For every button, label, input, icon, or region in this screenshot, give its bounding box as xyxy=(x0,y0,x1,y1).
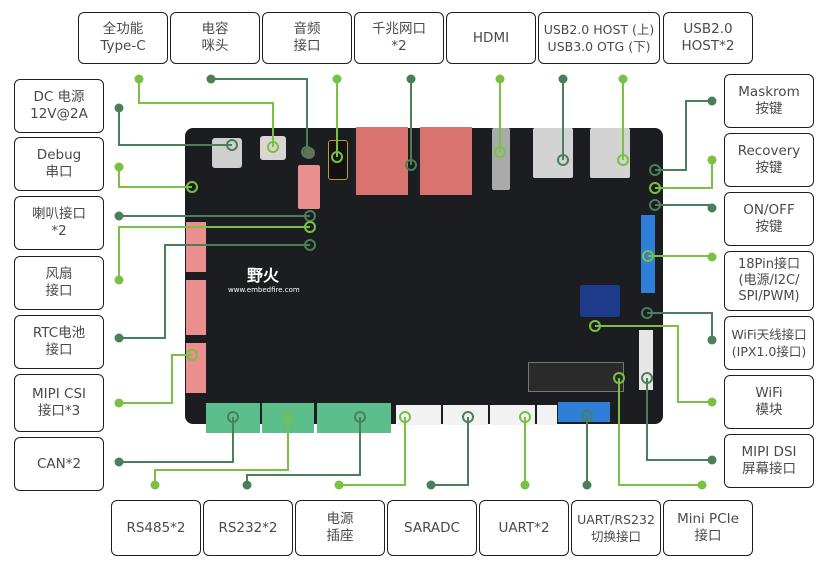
usb2-host-port xyxy=(590,128,630,178)
ethernet-port-0 xyxy=(356,127,408,195)
brand-website: www.embedfire.com xyxy=(228,286,300,294)
mipi-dsi-connector xyxy=(639,330,653,390)
line-maskrom xyxy=(655,100,712,171)
label-uart: UART*2 xyxy=(479,500,569,556)
label-ethernet: 千兆网口 *2 xyxy=(354,12,444,64)
label-debug: Debug 串口 xyxy=(14,137,104,191)
dc-jack xyxy=(212,138,242,168)
line-wifi-module-label-dot xyxy=(707,397,717,407)
hdmi-port xyxy=(492,128,510,190)
ethernet-port-1 xyxy=(420,127,472,195)
label-power-socket: 电源 插座 xyxy=(295,500,385,556)
label-mic: 电容 咪头 xyxy=(170,12,260,64)
label-can: CAN*2 xyxy=(14,437,104,491)
label-usb-mixed: USB2.0 HOST (上) USB3.0 OTG (下) xyxy=(538,12,660,64)
line-onoff-label-dot xyxy=(707,203,717,213)
usb3-port xyxy=(533,128,573,178)
line-fan-label-dot xyxy=(114,275,124,285)
line-typec-label-dot xyxy=(134,74,144,84)
label-mipi-dsi: MIPI DSI 屏幕接口 xyxy=(724,434,814,488)
line-audio-label-dot xyxy=(332,74,342,84)
line-usb2-label-dot xyxy=(618,74,628,84)
line-rs232-label-dot xyxy=(242,480,252,490)
label-wifi-module: WiFi 模块 xyxy=(724,375,814,429)
rs232-terminal xyxy=(317,403,391,433)
mic xyxy=(303,147,315,159)
label-typec: 全功能 Type-C xyxy=(78,12,168,64)
label-rtc: RTC电池 接口 xyxy=(14,315,104,369)
power-socket xyxy=(396,405,441,425)
line-speaker-label-dot xyxy=(114,211,124,221)
line-rs485-label-dot xyxy=(150,480,160,490)
can-terminal xyxy=(206,403,260,433)
line-pcie-label-dot xyxy=(697,480,707,490)
saradc-socket xyxy=(443,405,488,425)
csi-connector-3 xyxy=(186,343,206,393)
label-mipi-csi: MIPI CSI 接口*3 xyxy=(14,374,104,432)
label-speaker: 喇叭接口 *2 xyxy=(14,196,104,250)
line-csi xyxy=(119,354,192,404)
line-usb3-label-dot xyxy=(558,74,568,84)
typec-port xyxy=(260,136,286,160)
line-ethernet-label-dot xyxy=(406,74,416,84)
label-saradc: SARADC xyxy=(387,500,477,556)
brand-logo-text: 野火 xyxy=(246,266,279,285)
label-dc-power: DC 电源 12V@2A xyxy=(14,79,104,133)
line-hdmi-label-dot xyxy=(495,74,505,84)
board-logo: 野火 www.embedfire.com xyxy=(228,262,300,296)
line-recovery xyxy=(655,160,713,189)
mini-pcie-slot xyxy=(528,362,624,392)
line-debug-label-dot xyxy=(114,162,124,172)
line-maskrom-label-dot xyxy=(707,96,717,106)
line-onoff xyxy=(655,204,713,208)
line-uart-label-dot xyxy=(520,480,530,490)
line-recovery-label-dot xyxy=(707,155,717,165)
line-dsi-label-dot xyxy=(707,455,717,465)
line-saradc-label-dot xyxy=(426,480,436,490)
label-18pin: 18Pin接口 (电源/I2C/ SPI/PWM) xyxy=(724,251,814,311)
label-mini-pcie: Mini PCIe 接口 xyxy=(663,500,753,556)
uart0-socket xyxy=(537,405,557,425)
line-debug xyxy=(118,167,192,188)
label-rs485: RS485*2 xyxy=(111,500,201,556)
line-saradc xyxy=(431,417,469,486)
line-dc-label-dot xyxy=(114,103,124,113)
label-rs232: RS232*2 xyxy=(203,500,293,556)
header-18pin xyxy=(641,215,655,293)
speaker-connectors xyxy=(298,165,320,209)
label-maskrom: Maskrom 按键 xyxy=(724,74,814,128)
line-mic-label-dot xyxy=(206,74,216,84)
csi-connector-2 xyxy=(186,280,206,335)
audio-jack xyxy=(328,140,348,180)
csi-connector-1 xyxy=(186,222,206,272)
label-hdmi: HDMI xyxy=(446,12,536,64)
uart-rs232-jumpers xyxy=(558,402,610,422)
line-uart-switch-label-dot xyxy=(582,480,592,490)
line-csi-label-dot xyxy=(114,398,124,408)
line-18pin-label-dot xyxy=(707,252,717,262)
label-audio: 音频 接口 xyxy=(262,12,352,64)
rs485-terminal xyxy=(262,403,314,433)
label-usb-host: USB2.0 HOST*2 xyxy=(663,12,753,64)
label-recovery: Recovery 按键 xyxy=(724,133,814,187)
line-power-label-dot xyxy=(334,480,344,490)
label-fan: 风扇 接口 xyxy=(14,256,104,310)
label-onoff: ON/OFF 按键 xyxy=(724,192,814,246)
line-rtc-label-dot xyxy=(114,333,124,343)
line-can-label-dot xyxy=(114,457,124,467)
uart1-socket xyxy=(490,405,535,425)
wifi-module xyxy=(580,285,620,317)
label-wifi-antenna: WiFi天线接口 (IPX1.0接口) xyxy=(724,316,814,370)
label-uart-rs232-switch: UART/RS232 切换接口 xyxy=(571,500,661,556)
line-wifi-antenna-label-dot xyxy=(707,335,717,345)
